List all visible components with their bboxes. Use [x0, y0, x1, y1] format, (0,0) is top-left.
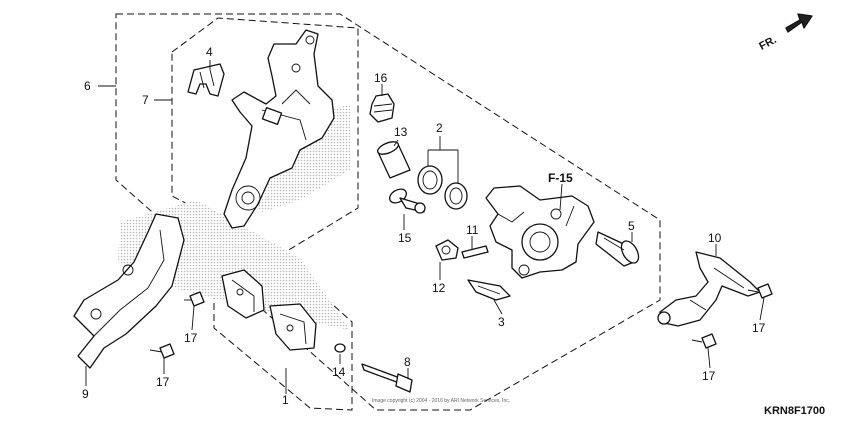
callout-17-left-a: 17: [184, 331, 198, 345]
bolt-17-guard-right-b: [691, 333, 717, 349]
bolt-17-guard-right-a: [747, 283, 773, 299]
callout-13: 13: [394, 125, 408, 139]
leader-17c: [759, 297, 765, 321]
caliper-piston: [376, 141, 411, 179]
callout-12: 12: [432, 281, 446, 295]
bracket-outline-7: [171, 17, 359, 255]
callout-6: 6: [84, 79, 91, 93]
bolt-17-guard-left-a: [184, 291, 205, 307]
callout-8: 8: [404, 355, 411, 369]
piston-seals: [417, 165, 468, 210]
callout-16: 16: [374, 71, 388, 85]
disc-guard: [73, 213, 185, 369]
leader-17d: [707, 347, 711, 369]
leader-13: [393, 139, 399, 147]
reference-f15: F-15: [548, 171, 573, 185]
pad-retainer-plate: [467, 279, 511, 301]
callout-1: 1: [282, 393, 289, 407]
copyright-notice: Image copyright (c) 2004 - 2016 by ARI N…: [372, 398, 510, 404]
front-label: FR.: [757, 34, 778, 53]
bleeder-valve: [435, 239, 489, 261]
callout-17-left-b: 17: [156, 375, 170, 389]
caliper-body: [485, 185, 595, 279]
callout-4: 4: [206, 45, 213, 59]
callout-5: 5: [628, 219, 635, 233]
callout-17-right-b: 17: [702, 369, 716, 383]
caliper-guard: [657, 251, 761, 327]
callout-7: 7: [142, 93, 149, 107]
front-direction-arrow: FR.: [757, 13, 813, 53]
pad-pin-plug: [334, 343, 346, 353]
brake-pad-left: [221, 269, 265, 319]
callout-2: 2: [436, 121, 443, 135]
caliper-bracket: [223, 29, 335, 229]
callout-15: 15: [398, 231, 412, 245]
leader-ref: [559, 183, 563, 211]
brake-pad-right: [269, 303, 317, 351]
bolt-17-guard-left-b: [149, 343, 175, 359]
callout-10: 10: [708, 231, 722, 245]
callout-17-right-a: 17: [752, 321, 766, 335]
caliper-slide-pin: [388, 188, 426, 214]
callout-3: 3: [498, 315, 505, 329]
diagram-code: KRN8F1700: [764, 405, 825, 417]
leader-3: [493, 299, 503, 315]
pad-spring-clip: [187, 63, 225, 97]
callout-9: 9: [82, 387, 89, 401]
leader-2: [427, 136, 459, 184]
pad-pin: [361, 363, 413, 393]
bleeder-cap: [369, 93, 395, 123]
leader-17a: [191, 305, 195, 331]
caliper-pin-5: [595, 231, 640, 267]
callout-11: 11: [466, 223, 479, 237]
callout-14: 14: [332, 365, 346, 379]
